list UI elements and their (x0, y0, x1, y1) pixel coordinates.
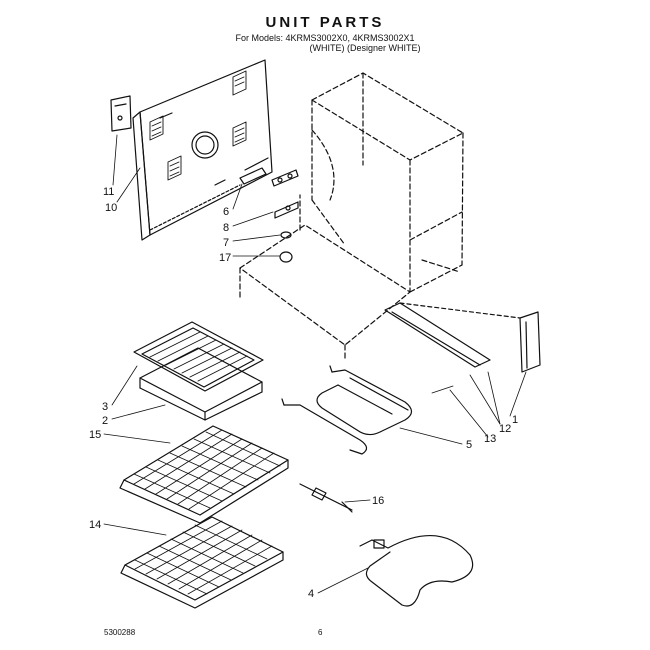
callout-label: 17 (219, 252, 231, 264)
callout-label: 11 (103, 186, 114, 198)
callout-label: 4 (308, 588, 314, 600)
callout-label: 16 (372, 495, 384, 507)
oven-rack-upper (119, 425, 289, 524)
callout-label: 3 (102, 401, 108, 413)
callout-label: 15 (89, 429, 101, 441)
small-hardware-parts (239, 167, 299, 263)
callout-leader-lines (103, 134, 527, 594)
callout-label: 5 (466, 439, 472, 451)
callout-label: 7 (223, 237, 229, 249)
callout-label: 10 (105, 202, 117, 214)
callout-label: 1 (512, 414, 518, 426)
broiler-pan-part (133, 321, 264, 421)
drawing-code: 5300288 (104, 628, 136, 637)
bake-element-part (281, 365, 413, 455)
oven-sensor-part (299, 483, 353, 513)
callout-label: 14 (89, 519, 101, 531)
callout-label: 13 (484, 433, 496, 445)
front-trim-part (384, 302, 541, 373)
page-title: UNIT PARTS (265, 14, 385, 31)
callout-label: 6 (223, 206, 229, 218)
page-number: 6 (318, 628, 323, 637)
oven-rack-lower (120, 516, 284, 609)
callout-label: 2 (102, 415, 108, 427)
oven-cavity-outline (239, 72, 464, 361)
design-line: (WHITE) (Designer WHITE) (309, 43, 421, 53)
broil-element-part (359, 535, 474, 607)
bracket-part (110, 95, 132, 132)
callout-label: 8 (223, 222, 229, 234)
model-numbers: For Models: 4KRMS3002X0, 4KRMS3002X1 (235, 33, 415, 43)
callout-labels: 11 10 6 8 7 17 3 2 15 14 5 13 12 1 16 4 (89, 186, 518, 600)
rear-panel-part (132, 59, 273, 241)
callout-label: 12 (499, 423, 511, 435)
